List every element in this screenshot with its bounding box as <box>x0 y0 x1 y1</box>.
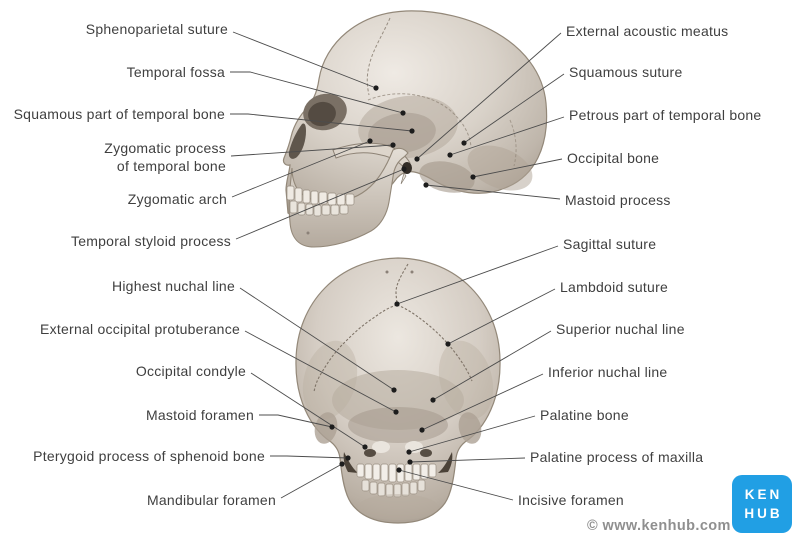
lambdoid-suture-left <box>313 304 398 393</box>
leader-line <box>421 373 544 431</box>
leader-line <box>396 245 559 305</box>
leader-line <box>409 457 526 463</box>
leader-line <box>449 116 565 156</box>
leader-line <box>447 288 556 345</box>
leader-line <box>416 32 562 160</box>
structure-dot <box>391 387 397 393</box>
leader-line <box>230 113 413 132</box>
leader-line <box>472 158 563 178</box>
leader-line <box>235 168 405 240</box>
mastoid-left <box>314 412 338 444</box>
structure-dot <box>409 128 415 134</box>
structure-dot <box>470 174 476 180</box>
lower-teeth <box>289 200 349 217</box>
structure-dot <box>393 409 399 415</box>
structure-dot <box>414 156 420 162</box>
leader-dots-layer <box>329 85 476 473</box>
structure-dot <box>400 110 406 116</box>
leader-line <box>244 330 397 413</box>
structure-dot <box>339 461 345 467</box>
posterior-skull-drawing <box>295 257 501 524</box>
upper-teeth <box>286 185 355 206</box>
leader-line <box>250 372 366 448</box>
posterior-lower-teeth <box>361 479 426 498</box>
copyright-text: © www.kenhub.com <box>587 518 731 534</box>
kenhub-logo-text-ken: KEN <box>744 487 783 502</box>
leader-line <box>398 469 514 501</box>
structure-dot <box>430 397 436 403</box>
squamous-suture-line <box>367 93 472 148</box>
structure-dot <box>394 301 400 307</box>
structure-dot <box>419 427 425 433</box>
structure-dot <box>406 449 412 455</box>
leader-line <box>270 455 349 459</box>
leader-line <box>425 184 561 200</box>
structure-dot <box>373 85 379 91</box>
leader-line <box>408 415 536 453</box>
structure-dot <box>423 182 429 188</box>
styloid-process-shape <box>400 172 407 185</box>
leader-line <box>280 463 343 499</box>
sagittal-suture-line <box>395 263 409 305</box>
structure-dot <box>396 467 402 473</box>
nasal-aperture <box>288 123 306 159</box>
leader-line <box>230 71 404 114</box>
kenhub-logo-text-hub: HUB <box>744 506 783 521</box>
lambdoid-suture-right <box>396 304 473 382</box>
structure-dot <box>401 166 407 172</box>
leader-line <box>432 330 552 401</box>
structure-dot <box>447 152 453 158</box>
leader-line <box>231 140 371 198</box>
lambdoid-suture-hint <box>509 119 517 167</box>
structure-dot <box>367 138 373 144</box>
structure-dot <box>461 140 467 146</box>
kenhub-logo[interactable]: KEN HUB <box>732 475 792 533</box>
leader-line <box>259 414 333 428</box>
structure-dot <box>345 455 351 461</box>
structure-dot <box>390 142 396 148</box>
structure-dot <box>445 341 451 347</box>
leader-line <box>463 73 565 144</box>
structure-dot <box>362 444 368 450</box>
leader-line <box>230 144 394 157</box>
leader-lines-layer <box>230 31 565 501</box>
lateral-skull-drawing <box>282 10 548 248</box>
leader-line <box>239 287 395 391</box>
structure-dot <box>407 459 413 465</box>
structure-dot <box>329 424 335 430</box>
leader-line <box>232 31 377 89</box>
